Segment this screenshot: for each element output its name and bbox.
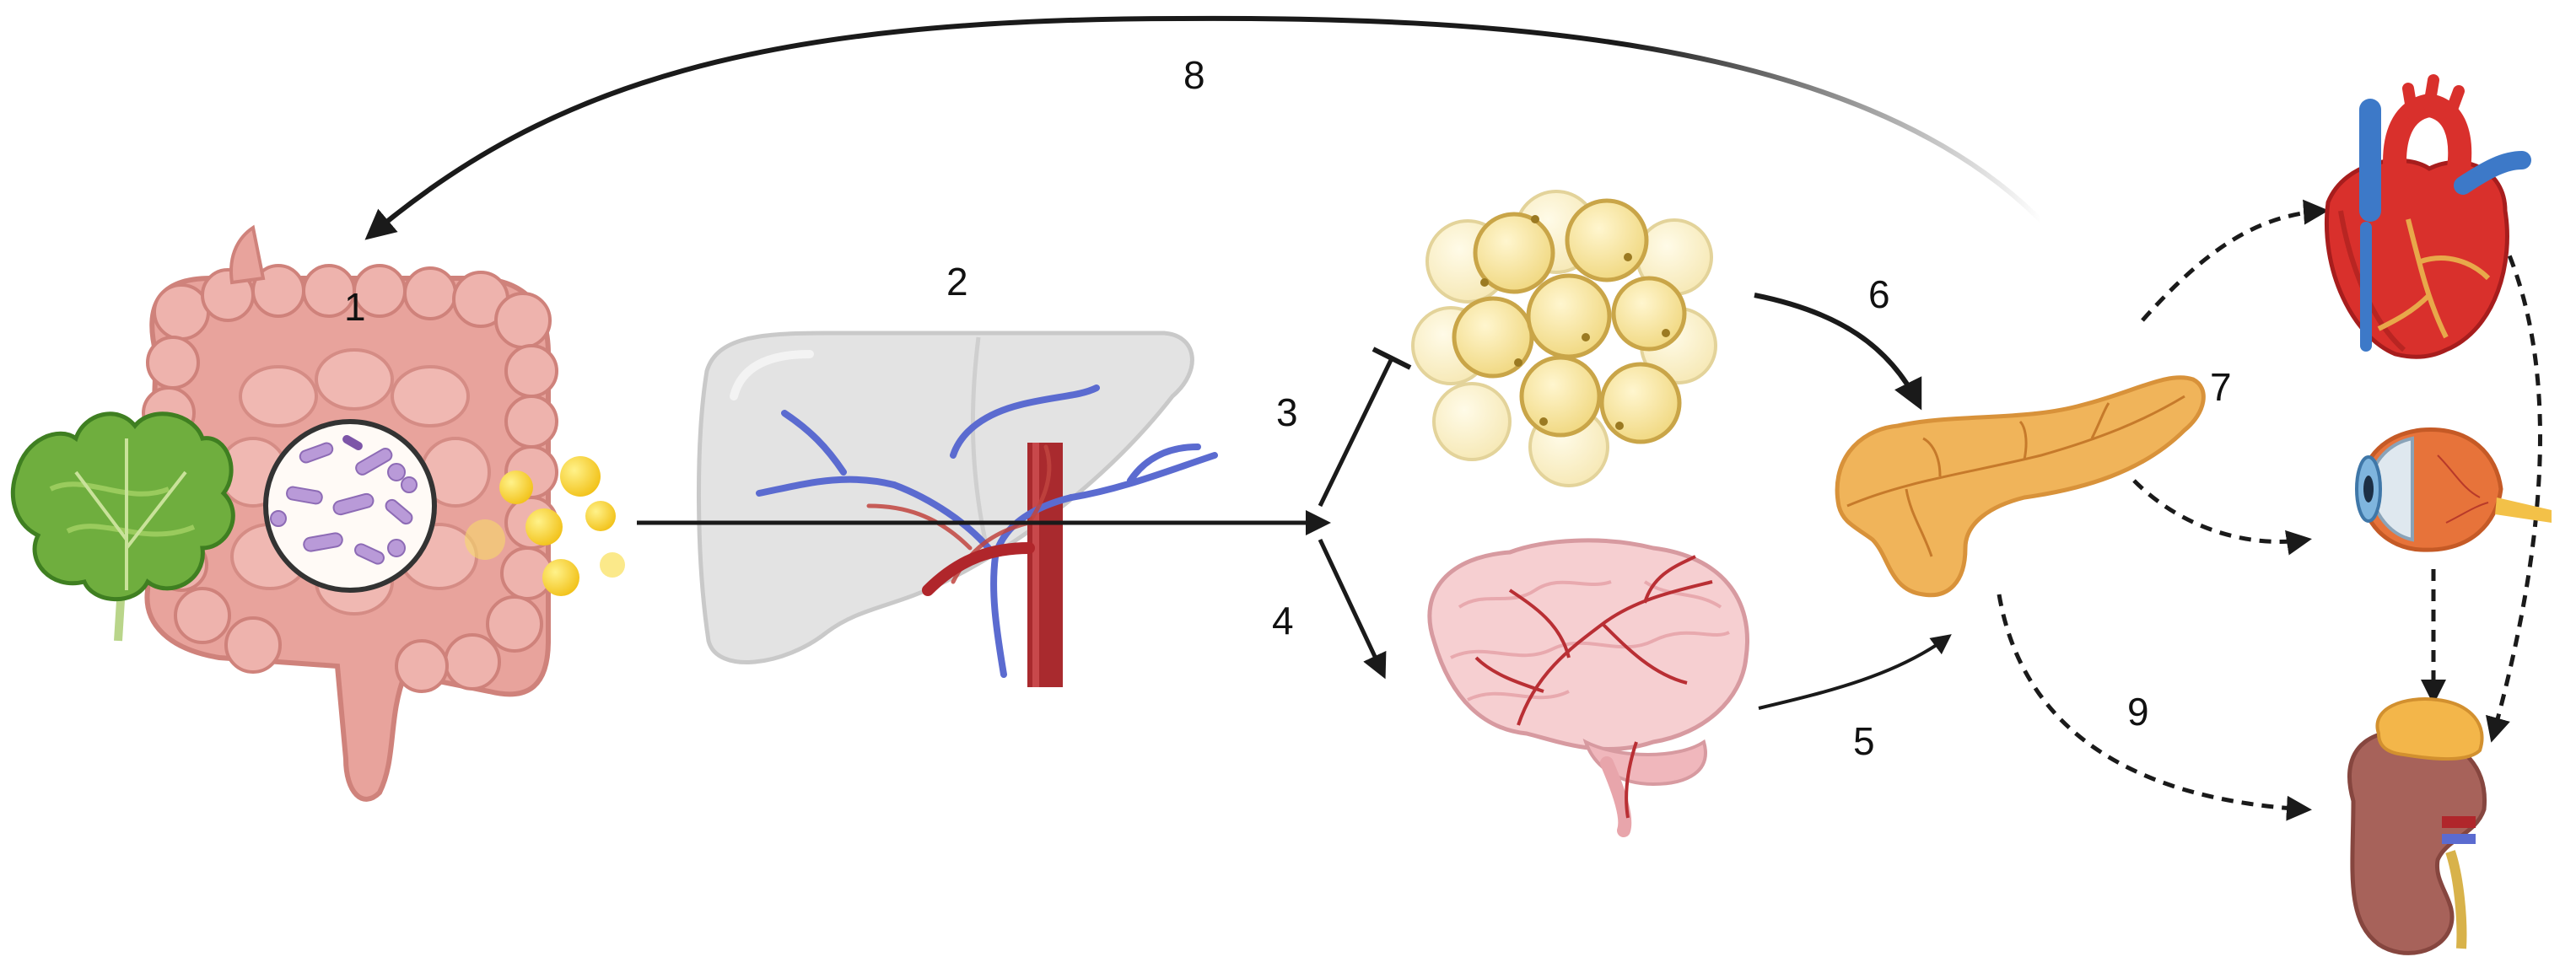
lettuce-icon [10,411,235,642]
brain-to-pancreas-arrow [1758,634,1952,710]
label-gut: 1 [344,285,366,329]
label-adipose: 3 [1276,390,1298,434]
kidney-icon [2347,697,2487,955]
label-feedback: 8 [1183,53,1205,97]
inhibition-arrow-adipose [1318,347,1412,508]
fat-cells-icon [1411,190,1717,487]
liver-icon [697,331,1218,687]
pancreas-icon [1835,375,2206,598]
bacteria-icon [263,419,437,593]
label-pancreas-to-organs: 7 [2210,365,2232,409]
eye-icon [2355,427,2552,552]
pancreas-to-eye-arrow [2132,479,2312,556]
label-liver: 2 [946,260,968,304]
arrow-to-brain [1318,538,1387,680]
brain-icon [1427,538,1749,837]
label-brain-to-pancreas: 5 [1853,719,1875,763]
pancreas-to-heart-arrow [2141,199,2329,322]
heart-icon [2325,74,2531,359]
label-kidney: 9 [2127,690,2149,734]
yellow-dots-icon [465,456,625,596]
pancreas-to-kidney-arrow [1997,594,2312,821]
adipose-to-pancreas-arrow [1754,293,1922,411]
heart-to-kidney-arrow [2485,218,2542,743]
label-adipose-to-pancreas: 6 [1868,272,1890,316]
label-brain: 4 [1272,599,1294,642]
feedback-arrow [364,15,2044,240]
